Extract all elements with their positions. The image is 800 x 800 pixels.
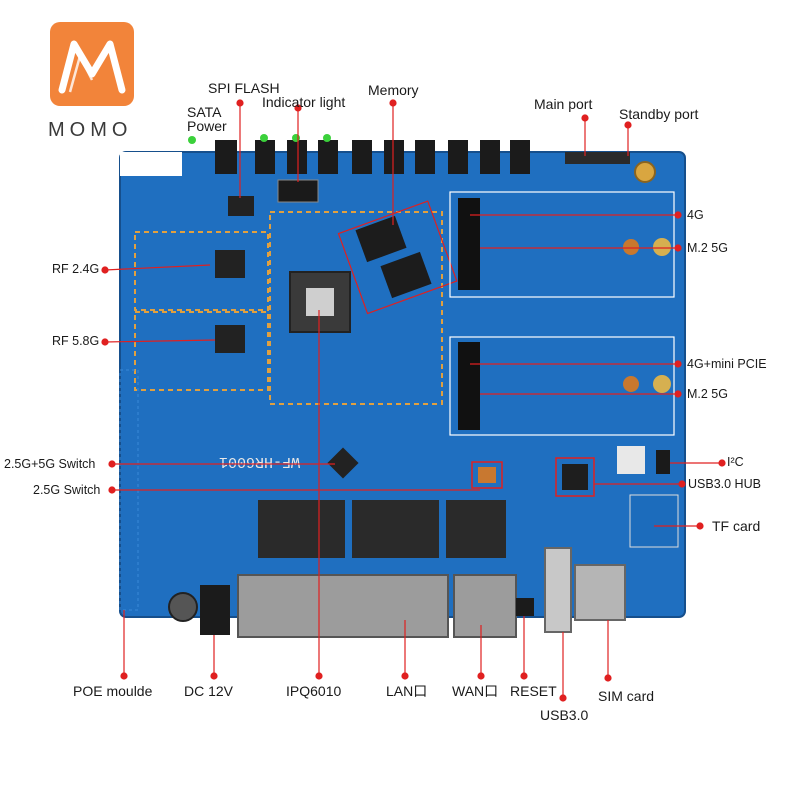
m2-slot-top [449,191,675,298]
brand-name: MOMO [48,119,133,141]
reset-button [516,598,534,616]
label-spi-flash: SPI FLASH [208,80,280,96]
usb30-hub-chip-box [555,457,595,497]
memory-chip-2 [380,251,432,299]
usb30-hub-chip [562,464,588,490]
label-main-port: Main port [534,96,593,112]
transformer-2 [352,500,439,558]
label-sim-card: SIM card [598,688,655,704]
label-sata-power-2: Power [187,118,227,134]
memory-highlight [337,200,458,315]
sticker [617,446,645,474]
rf-24g-area [134,231,269,311]
label-i2c: I²C [727,455,744,469]
main-port-header [565,152,630,164]
m2-slot-bottom [449,336,675,436]
m2-standoff-bottom-2 [653,375,671,393]
switch-25g-5g-chip [327,447,359,479]
label-lan: LAN口 [386,683,428,699]
wan-port-block [453,574,517,638]
label-ipq6010: IPQ6010 [286,683,342,699]
ipq6010-die [306,288,334,316]
label-switch-25g: 2.5G Switch [33,483,101,497]
m2-standoff-top-1 [623,239,639,255]
rf-58g-chip [215,325,245,353]
spi-flash-chip [228,196,254,216]
switch-25g-chip [478,467,496,483]
label-m2-5g-bottom: M.2 5G [687,387,728,401]
dc-capacitor [168,592,198,622]
label-usb30: USB3.0 [540,707,589,723]
sim-card-slot [574,564,626,621]
label-reset: RESET [510,683,557,699]
memory-area [269,211,443,405]
label-switch-25g-5g: 2.5G+5G Switch [4,457,96,471]
label-usb30-hub: USB3.0 HUB [688,477,761,491]
pcb-corner-notch [120,152,182,176]
dc-jack [200,585,230,635]
board-model-mark: WF-HR6001 [219,453,300,470]
label-memory: Memory [368,82,419,98]
label-rf-24g: RF 2.4G [52,262,100,276]
m2-connector-top [458,198,480,290]
label-standby-port: Standby port [619,106,699,122]
m2-standoff-top-2 [653,238,671,256]
lan-port-block [237,574,449,638]
i2c-header [656,450,670,474]
leader-lines [101,99,726,702]
memory-chip-1 [355,215,407,263]
label-sata-power-1: SATA [187,104,222,120]
m2-standoff-bottom-1 [623,376,639,392]
label-wan: WAN口 [452,683,499,699]
label-m2-5g-top: M.2 5G [687,241,728,255]
pin-header [277,179,319,203]
label-rf-58g: RF 5.8G [52,334,100,348]
rf-24g-chip [215,250,245,278]
tf-card-slot [629,494,679,548]
label-4g: 4G [687,208,704,222]
brand-logo [50,22,134,106]
transformer-1 [258,500,345,558]
label-poe-module: POE moulde [73,683,153,699]
indicator-light-row [188,134,530,174]
label-4g-mini-pcie: 4G+mini PCIE [687,357,767,371]
brand-logo-mark [58,40,126,94]
mount-hole [634,161,656,183]
rf-58g-area [134,311,269,391]
switch-25g-chip-box [471,461,503,489]
usb30-port [544,547,572,633]
label-indicator-light: Indicator light [262,94,346,110]
label-dc-12v: DC 12V [184,683,234,699]
transformer-3 [446,500,506,558]
m2-connector-bottom [458,342,480,430]
label-tf-card: TF card [712,518,761,534]
